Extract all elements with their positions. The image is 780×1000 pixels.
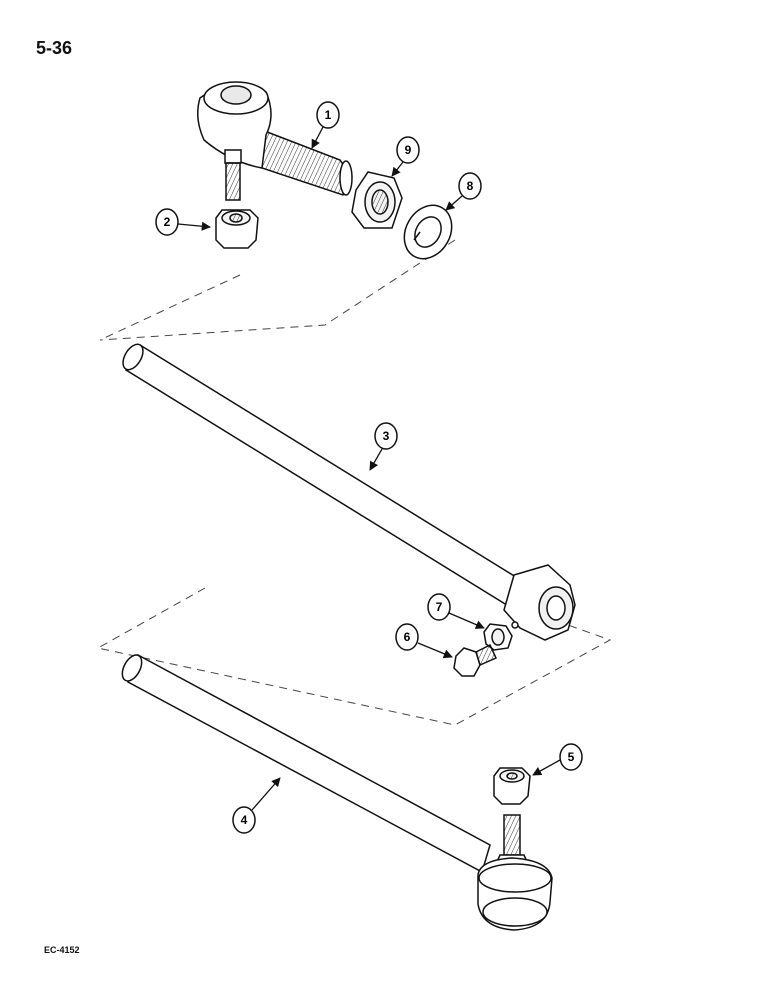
callout-9-label: 9 <box>405 143 412 157</box>
tie-rod-tube-part <box>122 343 576 641</box>
callout-6: 6 <box>395 623 453 659</box>
clamp-bolt-part <box>453 643 498 677</box>
ball-stud-nut-part <box>493 767 531 805</box>
callout-7-label: 7 <box>436 600 443 614</box>
callout-1-label: 1 <box>325 108 332 122</box>
callout-8-label: 8 <box>467 179 474 193</box>
ball-joint-end-part <box>477 814 553 931</box>
callout-5-label: 5 <box>568 750 575 764</box>
tie-rod-end-part <box>197 81 353 201</box>
callout-6-label: 6 <box>404 630 411 644</box>
clamp-nut-part <box>483 623 513 651</box>
callout-5: 5 <box>532 743 583 776</box>
callout-8: 8 <box>445 172 482 211</box>
tie-rod-tube-outer-part <box>121 653 491 874</box>
callout-2: 2 <box>155 208 211 236</box>
callout-1: 1 <box>311 101 340 149</box>
page-number: 5-36 <box>36 38 73 58</box>
lock-washer-part <box>403 204 453 260</box>
callout-9: 9 <box>391 136 420 177</box>
callout-7: 7 <box>427 593 485 629</box>
callout-4: 4 <box>232 777 281 834</box>
callout-3-label: 3 <box>383 429 390 443</box>
callout-2-label: 2 <box>164 215 171 229</box>
jam-nut-part <box>351 171 403 229</box>
castle-nut-part <box>215 209 259 249</box>
callout-3: 3 <box>369 422 398 471</box>
callout-4-label: 4 <box>241 813 248 827</box>
assembly-guide-upper <box>99 239 456 341</box>
assembly-guide-lower <box>96 587 612 726</box>
figure-code: EC-4152 <box>44 945 80 955</box>
